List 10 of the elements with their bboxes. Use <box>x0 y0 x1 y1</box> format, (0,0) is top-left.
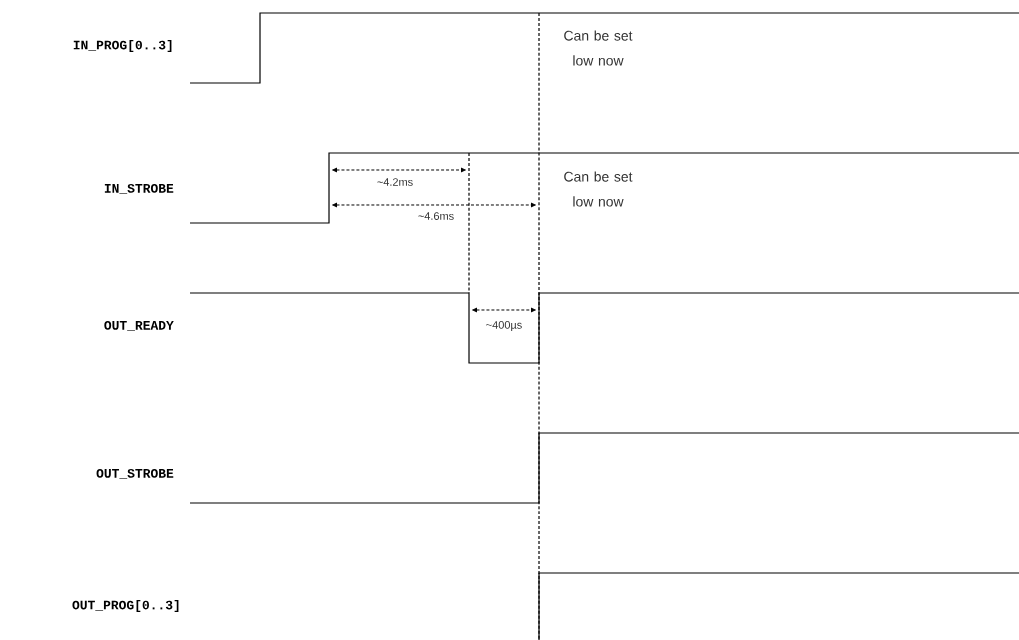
signal-name: IN_PROG[0..3] <box>73 39 172 53</box>
dimension-label: ~4.2ms <box>375 177 415 187</box>
dimension-label: ~400µs <box>484 320 524 332</box>
signal-name: IN_STROBE <box>104 183 174 194</box>
signal-name: OUT_PROG[0..3] <box>72 599 179 613</box>
signal-name: OUT_READY <box>104 320 174 331</box>
note-text: Can be set low now <box>564 171 633 207</box>
signal-name: OUT_STROBE <box>96 468 174 479</box>
note-text: Can be set low now <box>564 30 633 66</box>
dimension-label: ~4.6ms <box>416 211 456 221</box>
